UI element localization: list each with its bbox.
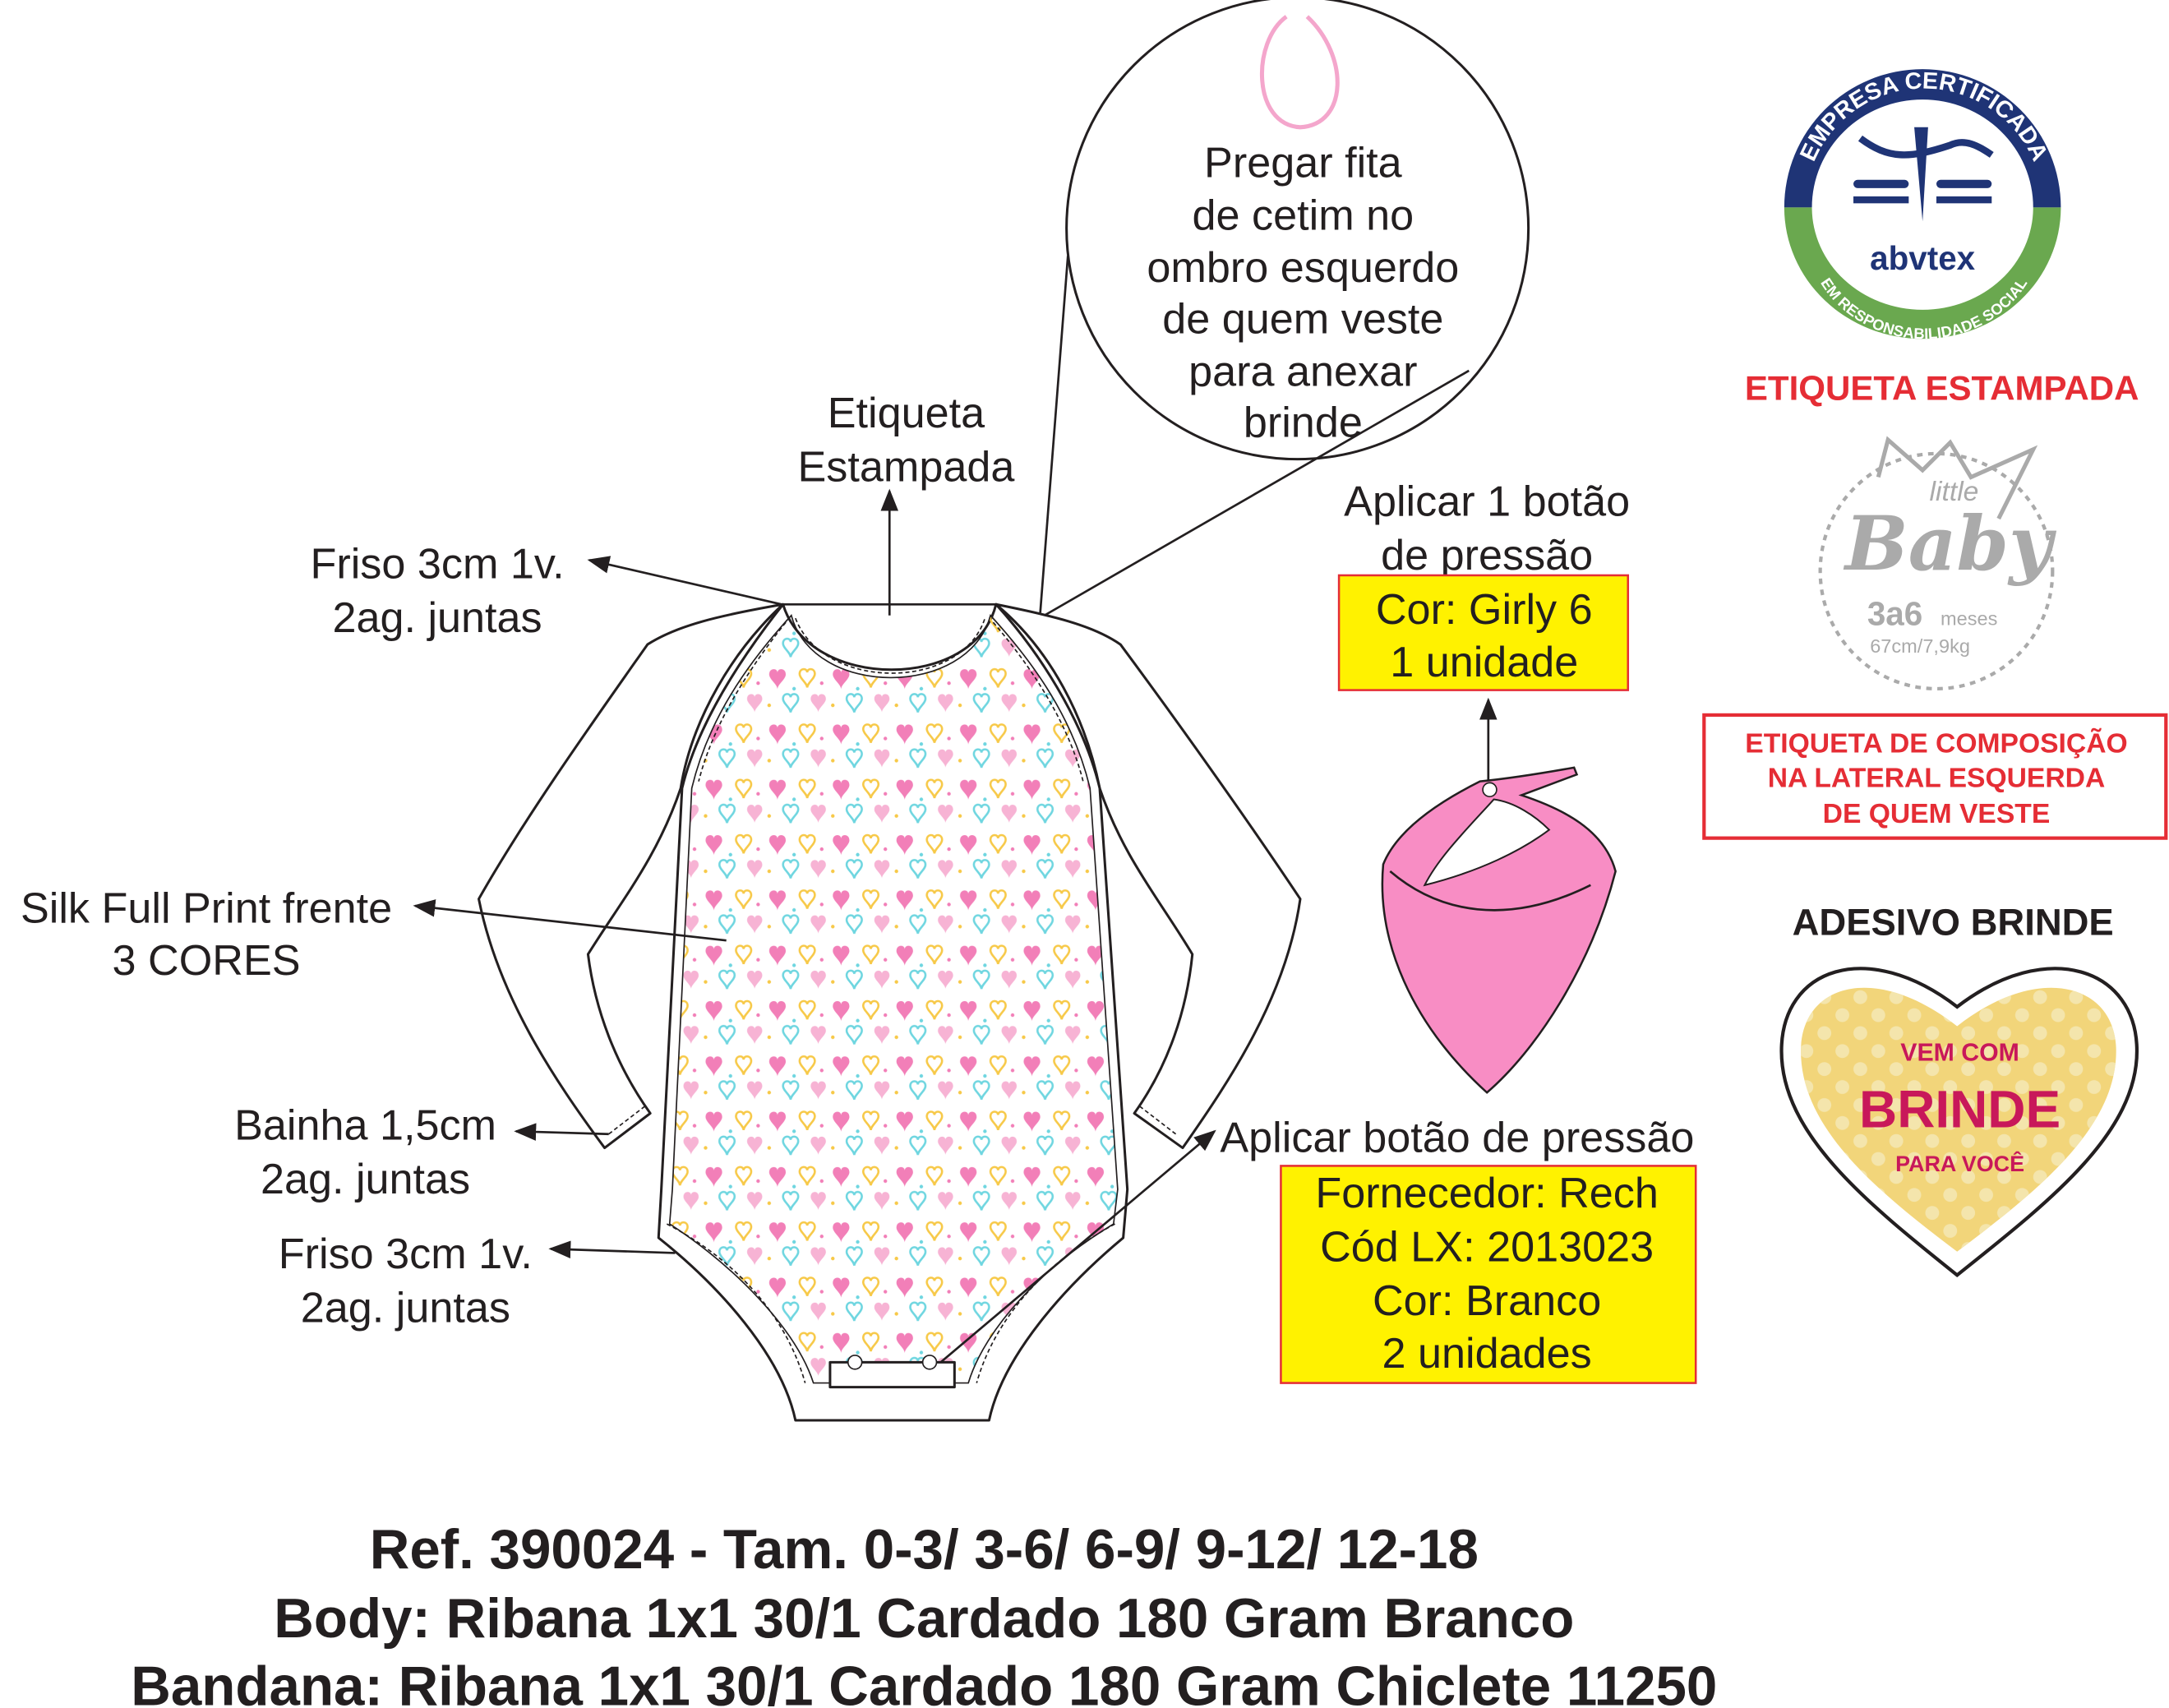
svg-text:Cód LX: 2013023: Cód LX: 2013023 bbox=[1320, 1224, 1654, 1272]
svg-text:Bainha 1,5cm: Bainha 1,5cm bbox=[234, 1101, 496, 1149]
svg-text:Aplicar botão de pressão: Aplicar botão de pressão bbox=[1220, 1115, 1694, 1162]
svg-text:Friso 3cm 1v.: Friso 3cm 1v. bbox=[279, 1230, 533, 1278]
abvtex-certification-logo: EMPRESA CERTIFICADA EM RESPONSABILIDADE … bbox=[1784, 67, 2061, 342]
svg-text:3a6: 3a6 bbox=[1867, 595, 1922, 633]
svg-text:Friso 3cm 1v.: Friso 3cm 1v. bbox=[310, 540, 564, 588]
svg-text:2ag. juntas: 2ag. juntas bbox=[301, 1285, 510, 1332]
svg-text:NA LATERAL ESQUERDA: NA LATERAL ESQUERDA bbox=[1768, 763, 2106, 793]
svg-text:2 unidades: 2 unidades bbox=[1382, 1330, 1592, 1378]
snap-button bbox=[847, 1355, 863, 1370]
svg-text:de pressão: de pressão bbox=[1381, 532, 1593, 579]
circle-note-line: de cetim no bbox=[1193, 192, 1414, 239]
highlight-box bbox=[1337, 574, 1630, 691]
gift-sticker: VEM COM BRINDE PARA VOCÊ bbox=[1779, 967, 2139, 1278]
satin-ribbon-note: Pregar fita de cetim no ombro esquerdo d… bbox=[1039, 0, 1530, 616]
bandana-fabric: Bandana: Ribana 1x1 30/1 Cardado 180 Gra… bbox=[131, 1656, 1717, 1708]
composition-label-note: ETIQUETA DE COMPOSIÇÃO NA LATERAL ESQUER… bbox=[1702, 713, 2168, 840]
body-fabric: Body: Ribana 1x1 30/1 Cardado 180 Gram B… bbox=[274, 1588, 1574, 1650]
body-button-callout: Aplicar botão de pressão Fornecedor: Rec… bbox=[939, 1115, 1697, 1384]
full-print-area bbox=[668, 614, 1119, 1384]
svg-text:Baby: Baby bbox=[1843, 501, 2056, 588]
svg-text:3 CORES: 3 CORES bbox=[113, 937, 301, 985]
svg-text:DE QUEM VESTE: DE QUEM VESTE bbox=[1823, 799, 2051, 829]
circle-note-line: Pregar fita bbox=[1204, 139, 1402, 187]
svg-text:Aplicar 1 botão: Aplicar 1 botão bbox=[1344, 478, 1630, 526]
bodysuit-drawing bbox=[478, 602, 1302, 1422]
svg-text:Fornecedor: Rech: Fornecedor: Rech bbox=[1315, 1170, 1658, 1217]
reference-sizes: Ref. 390024 - Tam. 0-3/ 3-6/ 6-9/ 9-12/ … bbox=[370, 1519, 1479, 1581]
bandana-callout: Aplicar 1 botão de pressão Cor: Girly 6 … bbox=[1337, 478, 1630, 782]
callout-silk: Silk Full Print frente 3 CORES bbox=[21, 884, 727, 985]
svg-text:little: little bbox=[1930, 477, 1979, 507]
etiqueta-estampada-title: ETIQUETA ESTAMPADA bbox=[1745, 368, 2139, 407]
svg-text:abvtex: abvtex bbox=[1870, 239, 1975, 277]
adesivo-brinde-title: ADESIVO BRINDE bbox=[1793, 901, 2114, 943]
svg-text:67cm/7,9kg: 67cm/7,9kg bbox=[1870, 635, 1970, 657]
circle-note-line: para anexar bbox=[1188, 348, 1417, 395]
circle-note-line: ombro esquerdo bbox=[1147, 244, 1459, 292]
left-sleeve bbox=[478, 602, 785, 1150]
highlight-box bbox=[1280, 1165, 1697, 1384]
svg-text:meses: meses bbox=[1941, 608, 1997, 630]
svg-text:2ag. juntas: 2ag. juntas bbox=[261, 1156, 470, 1203]
svg-text:BRINDE: BRINDE bbox=[1859, 1079, 2061, 1138]
callout-friso-bottom: Friso 3cm 1v. 2ag. juntas bbox=[279, 1230, 676, 1332]
svg-text:ETIQUETA DE COMPOSIÇÃO: ETIQUETA DE COMPOSIÇÃO bbox=[1745, 727, 2127, 759]
snap-button bbox=[921, 1355, 938, 1370]
satin-ribbon-loop bbox=[1259, 15, 1340, 130]
little-baby-label: little Baby 3a6 meses 67cm/7,9kg bbox=[1818, 436, 2056, 691]
svg-text:Estampada: Estampada bbox=[798, 444, 1015, 492]
callout-friso-top: Friso 3cm 1v. 2ag. juntas bbox=[310, 540, 782, 642]
bandana-drawing bbox=[1381, 766, 1617, 1094]
svg-text:PARA VOCÊ: PARA VOCÊ bbox=[1895, 1151, 2024, 1176]
svg-text:VEM COM: VEM COM bbox=[1900, 1040, 2019, 1067]
svg-text:1 unidade: 1 unidade bbox=[1390, 639, 1578, 686]
svg-text:Cor: Girly 6: Cor: Girly 6 bbox=[1376, 586, 1593, 634]
callout-bainha: Bainha 1,5cm 2ag. juntas bbox=[234, 1101, 609, 1203]
svg-text:2ag. juntas: 2ag. juntas bbox=[332, 594, 542, 642]
callout-etiqueta: Etiqueta Estampada bbox=[798, 390, 1015, 616]
product-specs: Ref. 390024 - Tam. 0-3/ 3-6/ 6-9/ 9-12/ … bbox=[131, 1519, 1717, 1708]
svg-text:Cor: Branco: Cor: Branco bbox=[1373, 1277, 1601, 1325]
svg-text:Etiqueta: Etiqueta bbox=[828, 390, 985, 437]
circle-note-line: de quem veste bbox=[1162, 296, 1443, 344]
svg-text:Silk Full Print frente: Silk Full Print frente bbox=[21, 884, 392, 932]
circle-note-line: brinde bbox=[1244, 399, 1363, 447]
snap-button bbox=[1482, 782, 1498, 798]
